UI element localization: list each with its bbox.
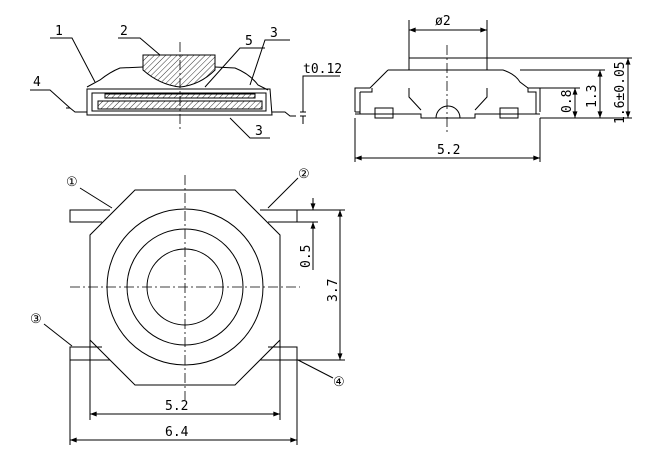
bottom-view: ① ② ③ ④ 0.5 3.7 5.2 6.4 — [30, 167, 345, 445]
side-view: ø2 5.2 0.8 1.3 1.6±0.05 — [354, 14, 632, 162]
lead-pitch-label: 3.7 — [326, 279, 341, 302]
callout-3-top: 3 — [270, 26, 278, 41]
pin-1: ① — [66, 175, 78, 190]
callout-1: 1 — [55, 24, 63, 39]
body-height-label: 1.3 — [585, 85, 600, 108]
callout-2: 2 — [120, 24, 128, 39]
cover — [86, 66, 269, 91]
lead-width-label: 0.5 — [299, 245, 314, 268]
body-outline — [89, 189, 281, 386]
callout-3-bottom: 3 — [255, 124, 263, 139]
pin-4: ④ — [333, 375, 345, 390]
pin-2: ② — [298, 167, 310, 182]
diameter-label: ø2 — [435, 14, 451, 29]
total-height-label: 1.6±0.05 — [613, 61, 628, 124]
overall-width-label: 6.4 — [165, 425, 189, 440]
callouts: 2 1 4 5 3 3 — [30, 24, 290, 139]
pin-callouts: ① ② ③ ④ — [30, 167, 345, 390]
pin-3: ③ — [30, 312, 42, 327]
callout-4: 4 — [33, 75, 41, 90]
callout-5: 5 — [245, 34, 253, 49]
width-label: 5.2 — [437, 143, 460, 158]
base-height-label: 0.8 — [560, 90, 575, 113]
thickness-label: t0.12 — [303, 62, 342, 77]
body-width-label: 5.2 — [165, 399, 188, 414]
section-view: 2 1 4 5 3 3 t0.12 — [30, 24, 342, 139]
plunger — [142, 54, 216, 88]
